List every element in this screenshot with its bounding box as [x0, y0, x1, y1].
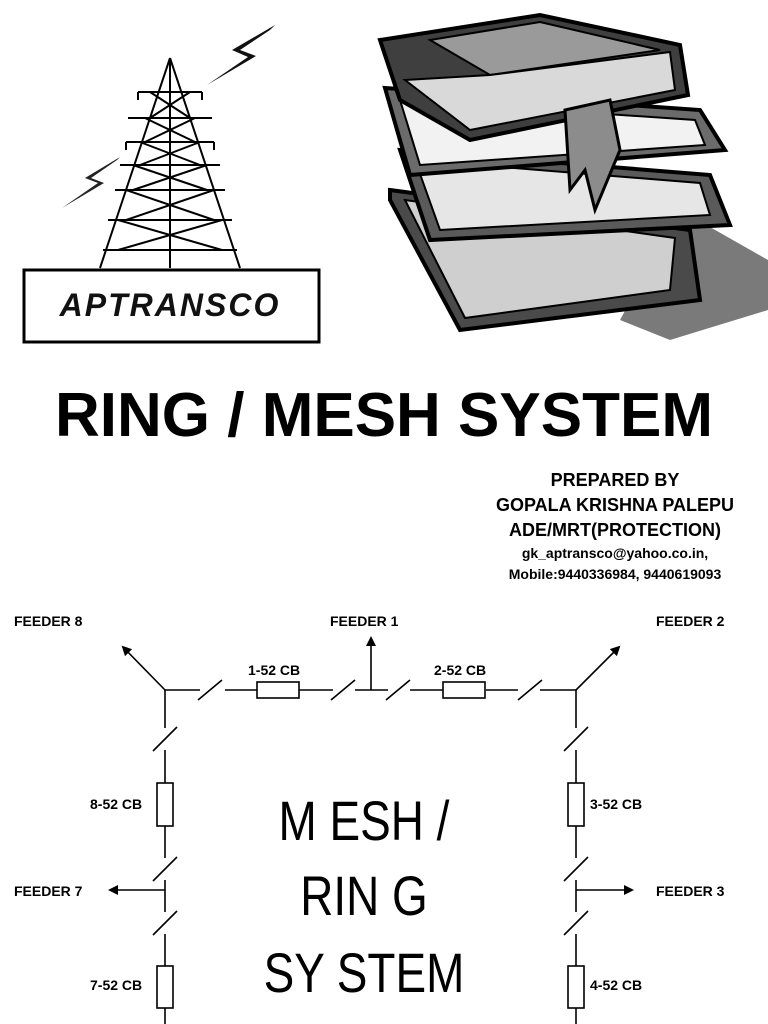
circuit-breaker-7	[156, 965, 174, 1009]
isolator-switch	[152, 910, 178, 936]
feeder-8-line	[121, 645, 166, 691]
page-title: RING / MESH SYSTEM	[55, 381, 713, 450]
isolator-switch	[385, 679, 411, 701]
center-text-line-3: SY STEM	[264, 942, 465, 1004]
feeder-2-label: FEEDER 2	[656, 613, 725, 629]
feeder-2-line	[575, 645, 621, 691]
breaker-8-label: 8-52 CB	[90, 796, 142, 812]
breaker-7-label: 7-52 CB	[90, 977, 142, 993]
lightning-bolt-icon	[207, 25, 275, 85]
isolator-switch	[563, 910, 589, 936]
prepared-by-label: PREPARED BY	[550, 470, 680, 490]
author-email: gk_aptransco@yahoo.co.in,	[521, 545, 709, 561]
circuit-breaker-3	[567, 782, 585, 827]
aptransco-logo: APTRANSCO	[22, 25, 321, 344]
feeder-1-label: FEEDER 1	[330, 613, 399, 629]
logo-box	[22, 268, 321, 344]
center-text-line-1: M ESH /	[279, 790, 451, 852]
feeder-8-label: FEEDER 8	[14, 613, 83, 629]
circuit-breaker-4	[567, 965, 585, 1009]
breaker-2-label: 2-52 CB	[434, 662, 486, 678]
circuit-breaker-2	[442, 681, 486, 699]
isolator-switch	[152, 856, 178, 882]
circuit-breaker-1	[256, 681, 300, 699]
feeder-7-label: FEEDER 7	[14, 883, 83, 899]
credits-block: PREPARED BY GOPALA KRISHNA PALEPU ADE/MR…	[470, 468, 760, 585]
books-stack-icon	[377, 12, 768, 340]
author-mobile: Mobile:9440336984, 9440619093	[508, 566, 722, 582]
isolator-switch	[152, 726, 178, 752]
center-text-line-2: RIN G	[300, 865, 428, 927]
isolator-switch	[563, 726, 589, 752]
isolator-switch	[563, 856, 589, 882]
isolator-switch	[517, 679, 543, 701]
isolator-switch	[330, 679, 356, 701]
feeder-3-label: FEEDER 3	[656, 883, 725, 899]
transmission-tower-icon	[99, 57, 241, 269]
breaker-1-label: 1-52 CB	[248, 662, 300, 678]
breaker-3-label: 3-52 CB	[590, 796, 642, 812]
lightning-bolt-icon	[62, 157, 120, 208]
author-name: GOPALA KRISHNA PALEPU	[495, 495, 734, 515]
isolator-switch	[197, 679, 223, 701]
mesh-ring-diagram: FEEDER 8 FEEDER 1 FEEDER 2 FEEDER 7 FEED…	[14, 613, 725, 1024]
author-designation: ADE/MRT(PROTECTION)	[509, 520, 721, 540]
logo-text: APTRANSCO	[59, 287, 281, 323]
breaker-4-label: 4-52 CB	[590, 977, 642, 993]
circuit-breaker-8	[156, 782, 174, 827]
